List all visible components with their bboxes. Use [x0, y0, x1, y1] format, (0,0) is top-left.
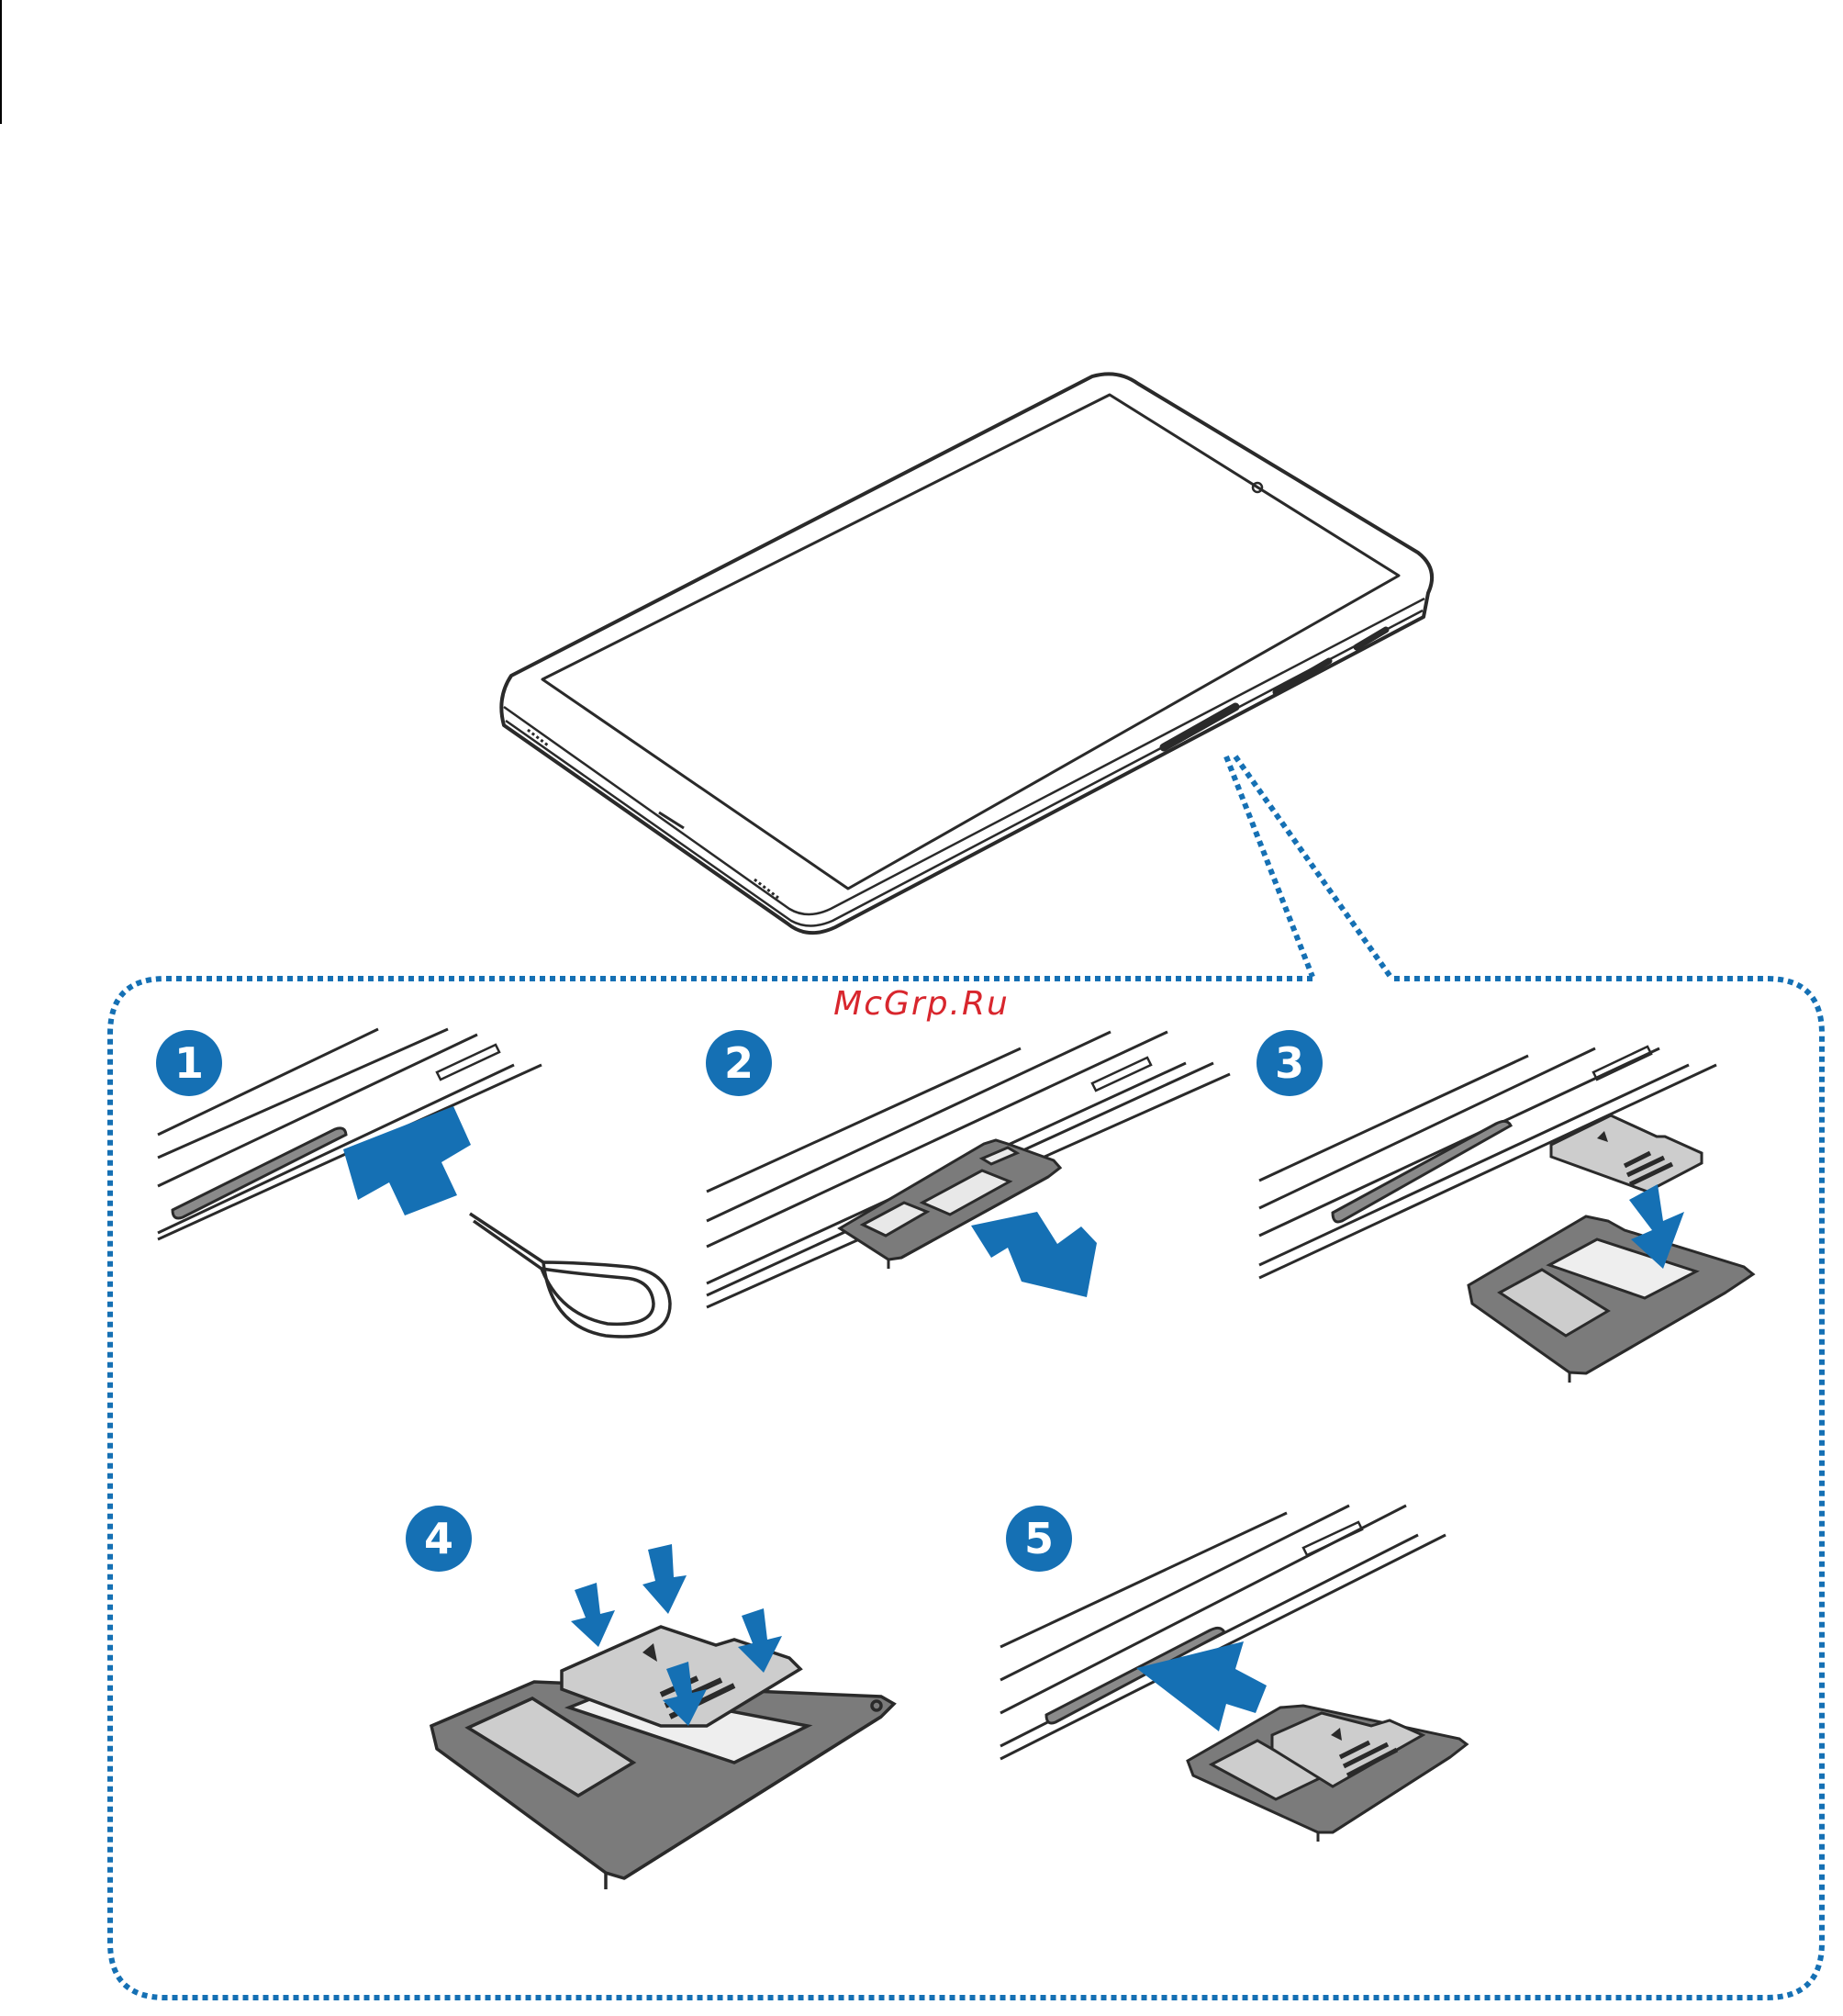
zoom-callout-lines [1226, 756, 1391, 977]
watermark: McGrp.Ru [833, 985, 1010, 1023]
step-badge-3: 3 [1257, 1030, 1323, 1096]
step-number: 2 [724, 1038, 754, 1088]
microsd-card [1551, 1115, 1702, 1192]
insert-arrow [343, 1106, 471, 1215]
step-number: 3 [1275, 1038, 1304, 1088]
detail-frame [110, 979, 1822, 1998]
step-badge-1: 1 [156, 1030, 222, 1096]
press-arrow-icon [571, 1583, 615, 1647]
step-number: 1 [174, 1038, 204, 1088]
step-number: 5 [1024, 1514, 1054, 1563]
sim-tray-slot [173, 1128, 346, 1218]
sim-tray-slot [1333, 1121, 1511, 1222]
step-badge-5: 5 [1006, 1506, 1072, 1572]
press-arrow-icon [642, 1544, 687, 1614]
sim-tray [1188, 1706, 1467, 1842]
page-edge-mark [0, 0, 2, 124]
step-badge-4: 4 [406, 1506, 472, 1572]
tablet-illustration [501, 374, 1432, 933]
step-number: 4 [424, 1514, 453, 1563]
step-badge-2: 2 [706, 1030, 772, 1096]
pull-out-arrow [971, 1212, 1097, 1297]
insert-arrow [1136, 1641, 1267, 1731]
ejection-pin-icon [470, 1214, 670, 1337]
sim-tray [1469, 1216, 1753, 1383]
